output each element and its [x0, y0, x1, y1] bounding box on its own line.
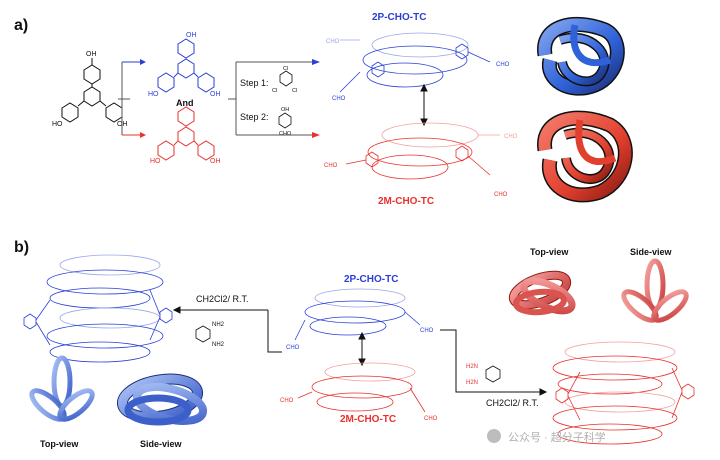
- panel-a-label: a): [14, 17, 28, 34]
- product-2p-label-a: 2P-CHO-TC: [372, 12, 426, 23]
- cho-2p-a3: CHO: [496, 62, 510, 68]
- cl-left: Cl: [272, 88, 277, 94]
- blue-knot-3d: [537, 16, 625, 96]
- cho-2m-a3: CHO: [504, 134, 518, 140]
- cho-2p-a2: CHO: [332, 96, 346, 102]
- product-2m-label-b: 2M-CHO-TC: [340, 414, 396, 425]
- diamine-right: [485, 365, 501, 383]
- blue-ho-left: HO: [148, 91, 159, 98]
- cho-2p-b2: CHO: [420, 328, 434, 334]
- step1-label: Step 1:: [240, 78, 269, 88]
- branch-arrowhead-red: [140, 132, 146, 138]
- cage-2m-structure-a: [345, 122, 500, 180]
- blue-oh-top: OH: [186, 32, 197, 39]
- blue-triphenol-structure: [157, 38, 215, 93]
- product-2m-label-a: 2M-CHO-TC: [378, 196, 434, 207]
- blue-oh-right: OH: [210, 91, 221, 98]
- red-knot-top-view: [508, 270, 576, 316]
- watermark-text: 公众号 · 超分子科学: [508, 430, 606, 444]
- blue-knot-top-view: [29, 355, 95, 422]
- red-oh-right: OH: [210, 158, 221, 165]
- watermark: 公众号 · 超分子科学: [487, 429, 606, 444]
- blue-knot-side-view: [116, 373, 208, 426]
- cho-2p-a1: CHO: [326, 39, 340, 45]
- wechat-icon: [487, 429, 501, 443]
- triphenol-structure: [61, 58, 123, 123]
- blue-side-view-label: Side-view: [140, 439, 183, 449]
- panel-b-label: b): [14, 239, 29, 256]
- hydroxybenzaldehyde-structure: [278, 112, 292, 129]
- right-reaction-arrow: [440, 329, 548, 396]
- branch-arrowhead-blue: [140, 59, 146, 65]
- h2n-right-2: H2N: [466, 380, 478, 386]
- red-cage-product-b: [552, 341, 695, 445]
- branch-connector: [118, 61, 140, 136]
- cl-top: Cl: [283, 66, 288, 72]
- product-2p-label-b: 2P-CHO-TC: [344, 274, 398, 285]
- cage-2p-structure-b: [294, 288, 421, 341]
- cho-2m-a2: CHO: [494, 192, 508, 198]
- blue-top-view-label: Top-view: [40, 439, 79, 449]
- cyanuric-chloride-structure: [279, 70, 293, 87]
- cho-reagent: CHO: [279, 131, 292, 137]
- and-label: And: [176, 98, 194, 108]
- cho-2m-a1: CHO: [324, 163, 338, 169]
- nh2-left-2: NH2: [212, 342, 225, 348]
- step-bracket: [228, 61, 312, 136]
- equilibrium-arrow-b: [358, 331, 366, 367]
- step-arrowhead-blue: [312, 59, 320, 65]
- cage-2m-structure-b: [297, 362, 426, 413]
- triphenol-ho-left: HO: [52, 121, 63, 128]
- cho-2m-b1: CHO: [280, 398, 294, 404]
- blue-cage-product-b: [23, 254, 173, 363]
- red-triphenol-structure: [157, 106, 215, 161]
- conditions-left: CH2Cl2/ R.T.: [196, 294, 249, 304]
- triphenol-oh-top: OH: [86, 51, 97, 58]
- red-knot-3d: [537, 110, 633, 203]
- diamine-left: [195, 325, 211, 343]
- equilibrium-arrow-a: [420, 83, 428, 127]
- h2n-right-1: H2N: [466, 364, 478, 370]
- red-top-view-label: Top-view: [530, 247, 569, 257]
- cho-2p-b1: CHO: [286, 345, 300, 351]
- cage-2p-structure-a: [339, 32, 491, 93]
- left-reaction-arrow: [172, 306, 282, 353]
- cho-2m-b2: CHO: [424, 416, 438, 422]
- step2-label: Step 2:: [240, 112, 269, 122]
- oh-reagent: OH: [281, 107, 289, 113]
- conditions-right: CH2Cl2/ R.T.: [486, 398, 539, 408]
- red-ho-left: HO: [150, 158, 161, 165]
- cl-right: Cl: [292, 88, 297, 94]
- red-knot-side-view: [621, 258, 689, 323]
- nh2-left-1: NH2: [212, 322, 225, 328]
- step-arrowhead-red: [312, 132, 320, 138]
- red-side-view-label: Side-view: [630, 247, 673, 257]
